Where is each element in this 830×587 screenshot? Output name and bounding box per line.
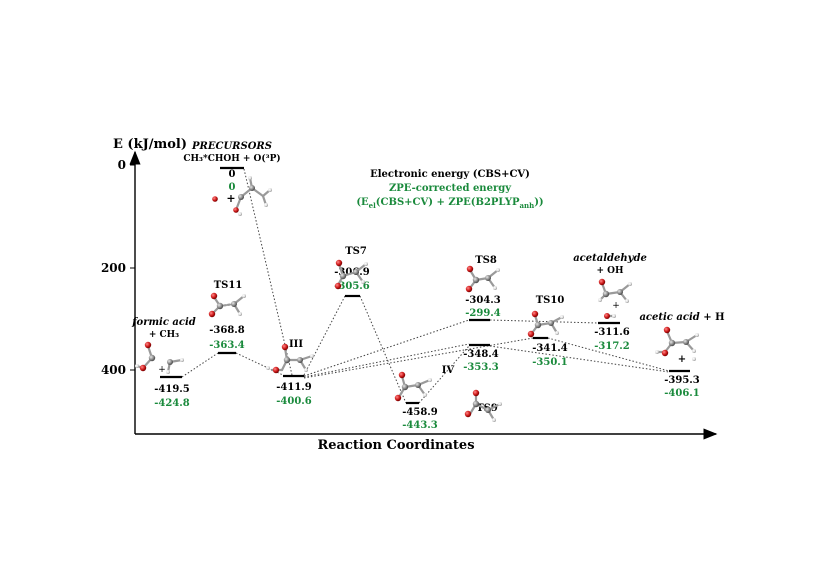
value-electronic-iii: -411.9	[276, 382, 312, 393]
molecule-ts7	[334, 259, 368, 290]
value-zpe-ts10: -350.1	[532, 357, 567, 368]
value-electronic-ts9: -348.4	[463, 349, 499, 360]
molecule-ts10	[527, 310, 564, 338]
value-zpe-iii: -400.6	[276, 396, 312, 407]
legend-electronic: Electronic energy (CBS+CV)	[370, 169, 530, 180]
value-zpe-iv: -443.3	[402, 420, 438, 431]
molecule-ts8	[465, 265, 500, 293]
molecule-formic-acid: +	[135, 341, 184, 375]
molecule-acetaldehyde: +	[598, 278, 632, 319]
value-electronic-precursors: 0	[229, 169, 236, 180]
label-acetic-acid: acetic acid + H	[639, 312, 724, 323]
value-zpe-ts11: -363.4	[209, 340, 245, 351]
legend-zpe: ZPE-corrected energy	[389, 183, 512, 194]
molecule-iii	[266, 343, 314, 374]
molecule-ts11	[208, 292, 246, 318]
label-formic-acid: formic acid	[131, 317, 196, 328]
value-electronic-formic: -419.5	[154, 384, 190, 395]
svg-text:+: +	[158, 365, 166, 375]
y-axis-label: E (kJ/mol)	[113, 137, 187, 152]
molecule-precursors: +	[212, 176, 272, 216]
value-electronic-acetaldehyde: -311.6	[594, 327, 630, 338]
svg-text:+: +	[612, 301, 620, 311]
tick-label-200: 200	[101, 261, 126, 275]
value-electronic-acetic: -395.3	[664, 375, 700, 386]
value-zpe-ts9: -353.3	[463, 362, 499, 373]
label-iii: III	[289, 339, 303, 350]
label-formic-acid-sub: + CH₃	[149, 330, 179, 340]
energy-values: -419.5 -424.8 -368.8 -363.4 0 0 -411.9 -…	[154, 169, 700, 431]
value-zpe-acetaldehyde: -317.2	[594, 341, 630, 352]
legend: Electronic energy (CBS+CV) ZPE-corrected…	[356, 169, 543, 210]
label-acetaldehyde-sub: + OH	[596, 266, 624, 276]
legend-formula: (Eel(CBS+CV) + ZPE(B2PLYPanh))	[356, 197, 543, 210]
label-ts10: TS10	[536, 295, 565, 306]
x-axis-label: Reaction Coordinates	[317, 438, 474, 453]
svg-text:+: +	[226, 192, 235, 205]
label-precursors: PRECURSORS	[191, 141, 272, 152]
label-ts11: TS11	[214, 280, 243, 291]
axes: E (kJ/mol) 0 200 400 Reaction Coordinate…	[101, 137, 718, 453]
value-zpe-acetic: -406.1	[664, 388, 699, 399]
label-precursors-formula: CH₃*CHOH + O(³P)	[183, 153, 280, 164]
species-labels: PRECURSORS CH₃*CHOH + O(³P) formic acid …	[131, 141, 724, 414]
tick-label-0: 0	[118, 158, 126, 172]
value-zpe-ts7: -305.6	[334, 281, 370, 292]
level-bars	[160, 166, 690, 405]
value-zpe-formic: -424.8	[154, 398, 190, 409]
label-ts7: TS7	[345, 246, 367, 257]
value-electronic-ts11: -368.8	[209, 325, 245, 336]
label-iv: IV	[442, 365, 455, 376]
value-zpe-precursors: 0	[229, 182, 236, 193]
value-electronic-ts10: -341.4	[532, 343, 568, 354]
svg-text:+: +	[678, 354, 686, 365]
tick-label-400: 400	[101, 363, 126, 377]
label-acetaldehyde: acetaldehyde	[573, 253, 647, 264]
molecule-ts9	[464, 389, 502, 422]
value-zpe-ts8: -299.4	[465, 308, 501, 319]
value-electronic-ts8: -304.3	[465, 295, 501, 306]
molecule-iv	[394, 371, 432, 402]
molecule-acetic-acid: +	[655, 326, 699, 365]
value-electronic-iv: -458.9	[402, 407, 438, 418]
molecules: + +	[135, 176, 699, 422]
label-ts8: TS8	[475, 255, 497, 266]
